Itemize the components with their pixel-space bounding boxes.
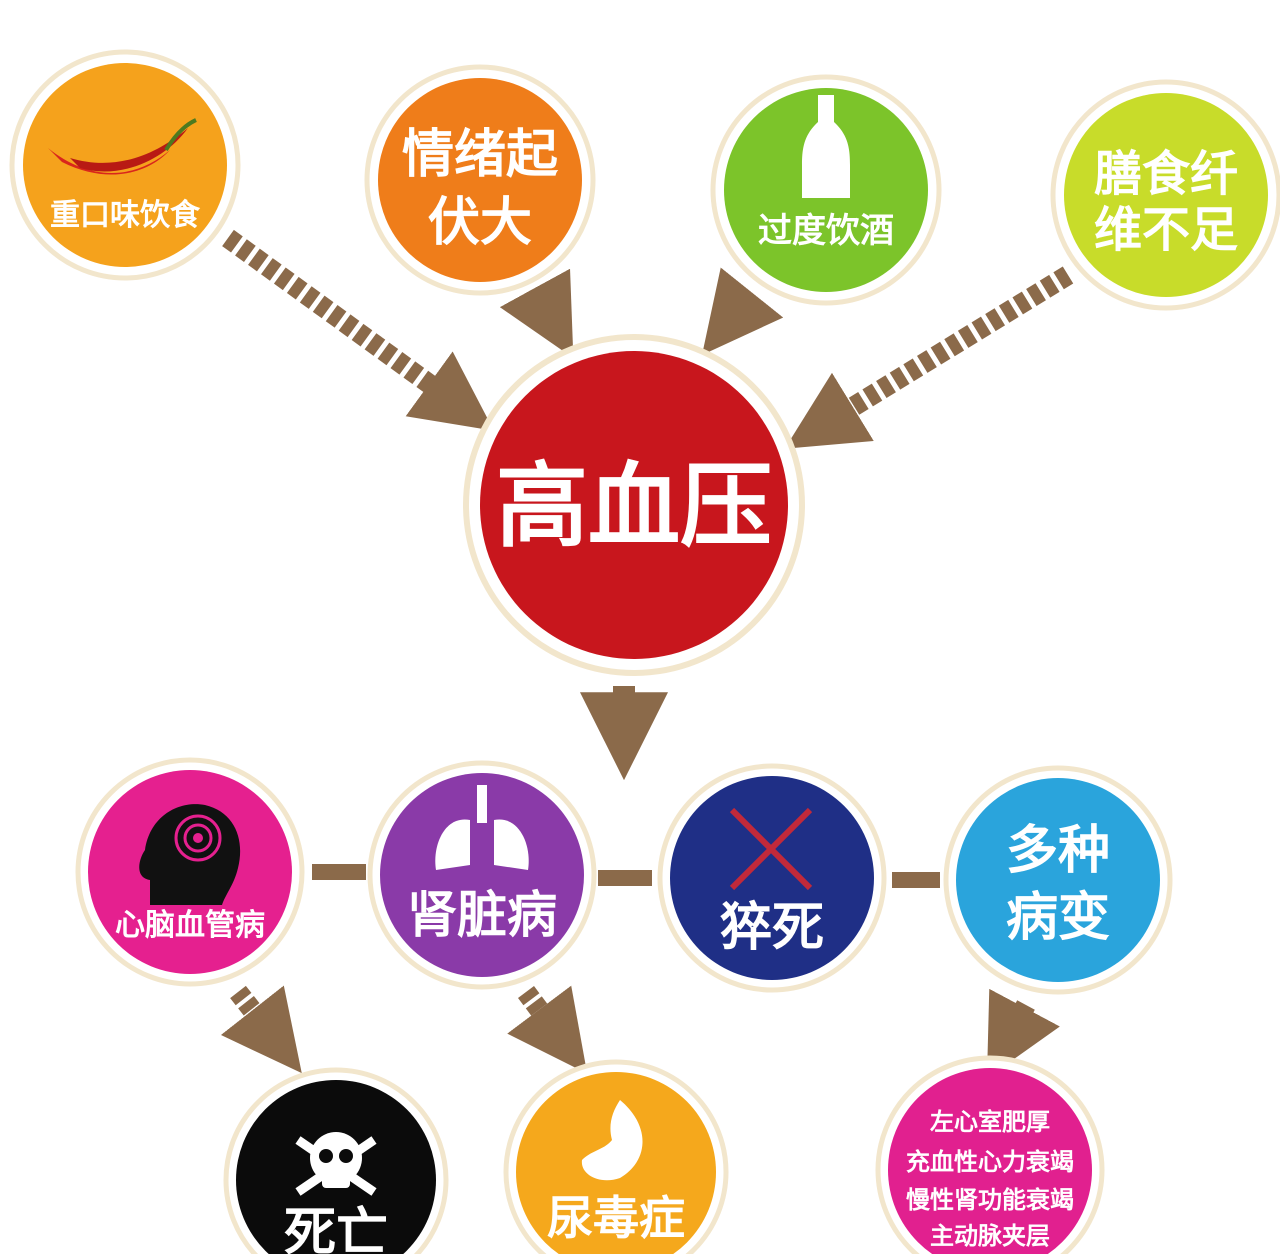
arrow-multi-to-heart bbox=[986, 988, 1060, 1079]
outcome-node-heart: 左心室肥厚 充血性心力衰竭 慢性肾功能衰竭 主动脉夹层 bbox=[875, 1055, 1105, 1254]
outcome-label-line-4: 主动脉夹层 bbox=[930, 1222, 1050, 1250]
skull-crossbones-icon bbox=[295, 1132, 377, 1196]
cause-label: 过度饮酒 bbox=[758, 211, 894, 251]
consequence-node-sudden: 猝死 bbox=[657, 763, 887, 993]
cause-label: 重口味饮食 bbox=[50, 198, 201, 233]
outcome-fill bbox=[888, 1068, 1092, 1254]
outcome-node-death: 死亡 bbox=[223, 1067, 449, 1254]
arrow-salty-to-center bbox=[222, 229, 494, 431]
consequence-label: 肾脏病 bbox=[407, 886, 557, 944]
arrow-alcohol-to-center bbox=[702, 267, 784, 355]
head-brain-icon bbox=[139, 804, 241, 905]
consequence-node-kidney: 肾脏病 bbox=[367, 760, 597, 990]
cause-node-emotion: 情绪起 伏大 bbox=[364, 64, 596, 296]
outcome-label: 死亡 bbox=[284, 1203, 388, 1254]
cause-node-fiber: 膳食纤 维不足 bbox=[1050, 79, 1280, 311]
consequence-fill bbox=[670, 776, 874, 980]
consequence-node-multi: 多种 病变 bbox=[943, 765, 1173, 995]
consequence-label: 猝死 bbox=[720, 898, 824, 958]
cause-fill bbox=[378, 78, 582, 282]
center-label: 高血压 bbox=[496, 453, 772, 560]
cause-label-line-1: 情绪起 bbox=[402, 125, 559, 185]
consequence-fill bbox=[956, 778, 1160, 982]
consequence-node-cardio: 心脑血管病 bbox=[75, 757, 305, 987]
consequence-label-line-2: 病变 bbox=[1006, 888, 1110, 948]
chili-pepper-icon bbox=[48, 118, 197, 175]
cause-label-line-2: 维不足 bbox=[1094, 202, 1238, 258]
cause-node-alcohol: 过度饮酒 bbox=[710, 74, 942, 306]
outcome-label: 尿毒症 bbox=[547, 1191, 685, 1245]
flame-icon bbox=[581, 1100, 643, 1181]
cause-label-line-1: 膳食纤 bbox=[1094, 146, 1238, 202]
arrow-cardio-to-death bbox=[220, 985, 302, 1074]
consequence-fill bbox=[380, 773, 584, 977]
lungs-icon bbox=[435, 785, 529, 870]
arrow-emotion-to-center bbox=[499, 268, 574, 359]
center-fill bbox=[480, 351, 788, 659]
consequence-label-line-1: 多种 bbox=[1006, 821, 1110, 881]
arrow-fiber-to-center bbox=[784, 266, 1074, 449]
outcome-label-line-2: 充血性心力衰竭 bbox=[906, 1148, 1074, 1176]
cause-fill bbox=[1064, 93, 1268, 297]
arrow-kidney-to-uremia bbox=[507, 985, 588, 1074]
outcome-node-uremia: 尿毒症 bbox=[503, 1059, 729, 1254]
connectors bbox=[220, 229, 1074, 1079]
consequence-label: 心脑血管病 bbox=[115, 908, 265, 943]
cross-x-icon bbox=[729, 807, 813, 891]
outcome-label-line-1: 左心室肥厚 bbox=[930, 1108, 1050, 1136]
wine-bottle-icon bbox=[802, 95, 850, 198]
cause-label-line-2: 伏大 bbox=[428, 193, 532, 253]
cause-node-salty: 重口味饮食 bbox=[9, 49, 241, 281]
outcome-label-line-3: 慢性肾功能衰竭 bbox=[906, 1186, 1074, 1214]
center-node-hypertension: 高血压 bbox=[463, 334, 805, 676]
